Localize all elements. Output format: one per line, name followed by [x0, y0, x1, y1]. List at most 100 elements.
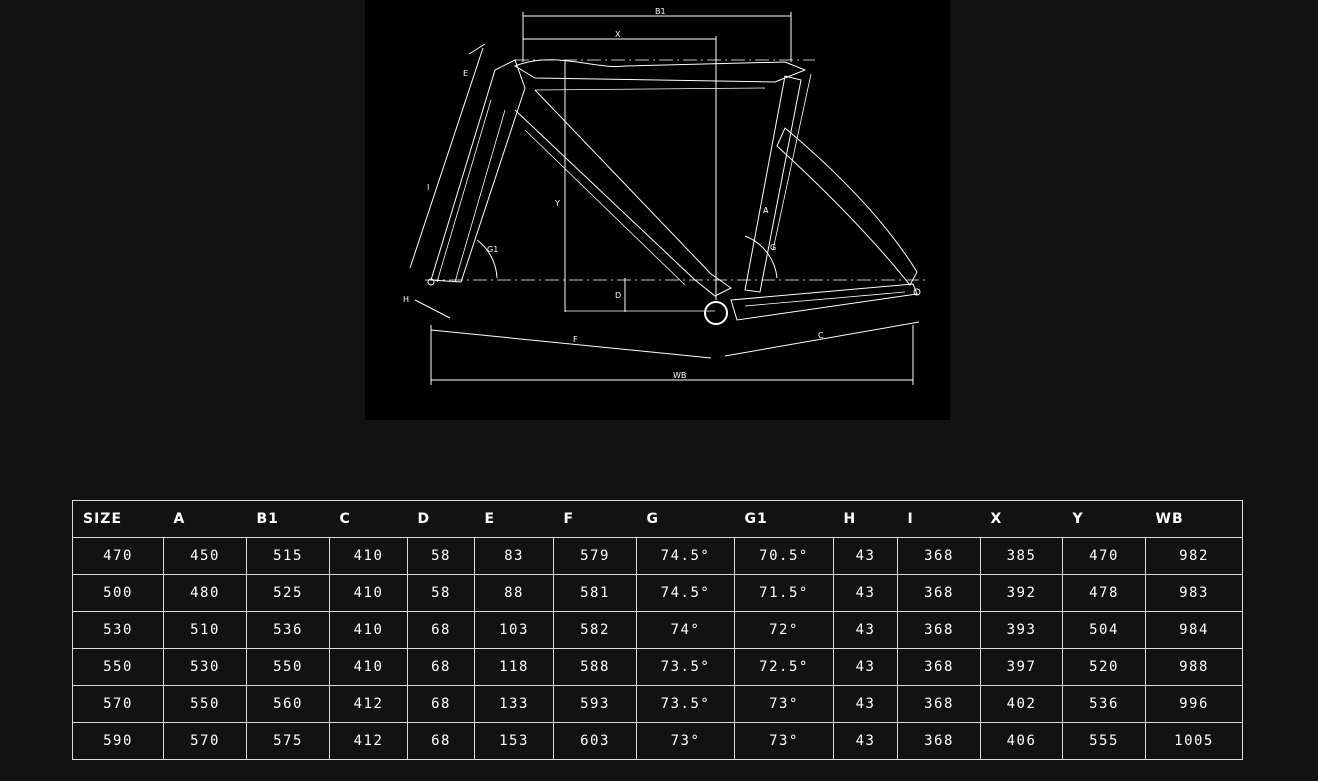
- header-g1: G1: [734, 500, 834, 538]
- table-cell: 550: [163, 685, 247, 723]
- table-cell: 480: [163, 574, 247, 612]
- table-cell: 402: [980, 685, 1063, 723]
- table-cell: 470: [1062, 537, 1146, 575]
- header-b1: B1: [246, 500, 330, 538]
- table-cell: 581: [553, 574, 637, 612]
- label-c: C: [818, 331, 824, 340]
- table-cell: 470: [72, 537, 164, 575]
- table-cell: 73°: [734, 722, 834, 760]
- table-cell: 525: [246, 574, 330, 612]
- table-cell: 68: [407, 685, 475, 723]
- table-cell: 582: [553, 611, 637, 649]
- head-tube: [430, 59, 526, 283]
- header-e: E: [474, 500, 554, 538]
- table-cell: 510: [163, 611, 247, 649]
- table-cell: 74.5°: [636, 574, 735, 612]
- table-cell: 593: [553, 685, 637, 723]
- table-cell: 368: [897, 611, 981, 649]
- table-cell: 575: [246, 722, 330, 760]
- table-cell: 530: [72, 611, 164, 649]
- table-cell: 43: [833, 574, 898, 612]
- seat-stays: [776, 127, 918, 286]
- header-a: A: [163, 500, 247, 538]
- table-cell: 88: [474, 574, 554, 612]
- table-cell: 393: [980, 611, 1063, 649]
- table-cell: 996: [1145, 685, 1243, 723]
- table-cell: 68: [407, 722, 475, 760]
- table-cell: 983: [1145, 574, 1243, 612]
- table-cell: 410: [329, 537, 408, 575]
- header-d: D: [407, 500, 475, 538]
- table-cell: 530: [163, 648, 247, 686]
- table-cell: 515: [246, 537, 330, 575]
- table-cell: 368: [897, 574, 981, 612]
- table-cell: 478: [1062, 574, 1146, 612]
- table-cell: 43: [833, 648, 898, 686]
- table-cell: 153: [474, 722, 554, 760]
- table-cell: 58: [407, 537, 475, 575]
- i-dimension-line: [409, 47, 484, 269]
- table-cell: 570: [163, 722, 247, 760]
- table-cell: 982: [1145, 537, 1243, 575]
- g-angle-arc: [744, 235, 778, 279]
- table-cell: 72.5°: [734, 648, 834, 686]
- top-tube: [513, 59, 807, 83]
- table-cell: 550: [72, 648, 164, 686]
- bottom-bracket: [704, 301, 728, 325]
- table-cell: 58: [407, 574, 475, 612]
- label-x: X: [615, 30, 621, 39]
- header-f: F: [553, 500, 637, 538]
- header-i: I: [897, 500, 981, 538]
- table-cell: 412: [329, 685, 408, 723]
- table-cell: 560: [246, 685, 330, 723]
- table-cell: 536: [1062, 685, 1146, 723]
- table-cell: 118: [474, 648, 554, 686]
- label-f: F: [573, 335, 578, 344]
- table-cell: 43: [833, 611, 898, 649]
- table-cell: 368: [897, 537, 981, 575]
- label-e: E: [463, 69, 468, 78]
- label-d: D: [615, 291, 621, 300]
- table-cell: 71.5°: [734, 574, 834, 612]
- header-h: H: [833, 500, 898, 538]
- table-cell: 555: [1062, 722, 1146, 760]
- table-cell: 68: [407, 648, 475, 686]
- table-cell: 73.5°: [636, 648, 735, 686]
- table-cell: 103: [474, 611, 554, 649]
- table-cell: 406: [980, 722, 1063, 760]
- table-cell: 504: [1062, 611, 1146, 649]
- c-dimension-line: [724, 321, 920, 357]
- table-cell: 43: [833, 722, 898, 760]
- table-cell: 579: [553, 537, 637, 575]
- table-cell: 72°: [734, 611, 834, 649]
- header-wb: WB: [1145, 500, 1243, 538]
- table-cell: 83: [474, 537, 554, 575]
- table-cell: 43: [833, 537, 898, 575]
- label-g1: G1: [487, 245, 498, 254]
- table-cell: 500: [72, 574, 164, 612]
- table-cell: 68: [407, 611, 475, 649]
- label-a: A: [763, 206, 769, 215]
- table-cell: 520: [1062, 648, 1146, 686]
- table-cell: 43: [833, 685, 898, 723]
- table-cell: 74.5°: [636, 537, 735, 575]
- frame-geometry-diagram: B1 X Y E I G1 G A H D F C WB: [365, 0, 950, 420]
- g1-angle-arc: [476, 239, 498, 279]
- table-cell: 133: [474, 685, 554, 723]
- table-cell: 70.5°: [734, 537, 834, 575]
- table-cell: 590: [72, 722, 164, 760]
- label-y: Y: [554, 199, 560, 208]
- down-tube: [514, 89, 732, 297]
- table-cell: 603: [553, 722, 637, 760]
- table-cell: 73°: [734, 685, 834, 723]
- table-cell: 412: [329, 722, 408, 760]
- label-b1: B1: [655, 7, 666, 16]
- table-cell: 588: [553, 648, 637, 686]
- table-cell: 410: [329, 648, 408, 686]
